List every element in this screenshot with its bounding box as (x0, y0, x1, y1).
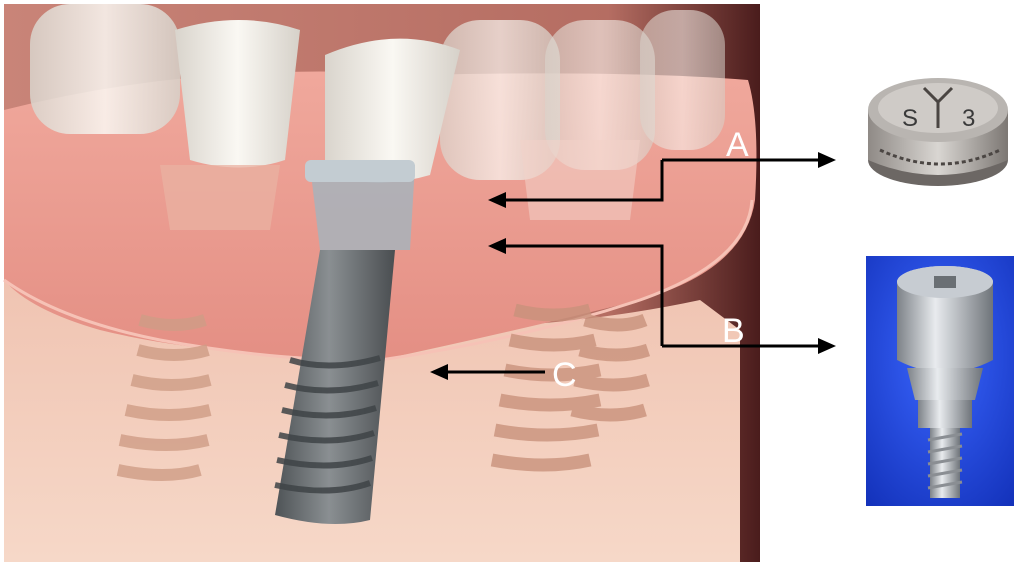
crown-right (520, 140, 640, 220)
label-b: B (722, 312, 745, 350)
arrow-right-icon (818, 338, 836, 354)
back-tooth (30, 4, 180, 134)
label-a: A (726, 126, 749, 164)
label-c: C (552, 356, 577, 394)
back-tooth (640, 10, 725, 150)
cap-mark-left: S (902, 105, 918, 132)
arrow-right-icon (818, 152, 836, 168)
cap-mark-right: 3 (962, 105, 975, 132)
abutment-image (866, 256, 1014, 506)
implant-illustration (4, 4, 760, 562)
healing-cap-image: S 3 (868, 78, 1008, 186)
